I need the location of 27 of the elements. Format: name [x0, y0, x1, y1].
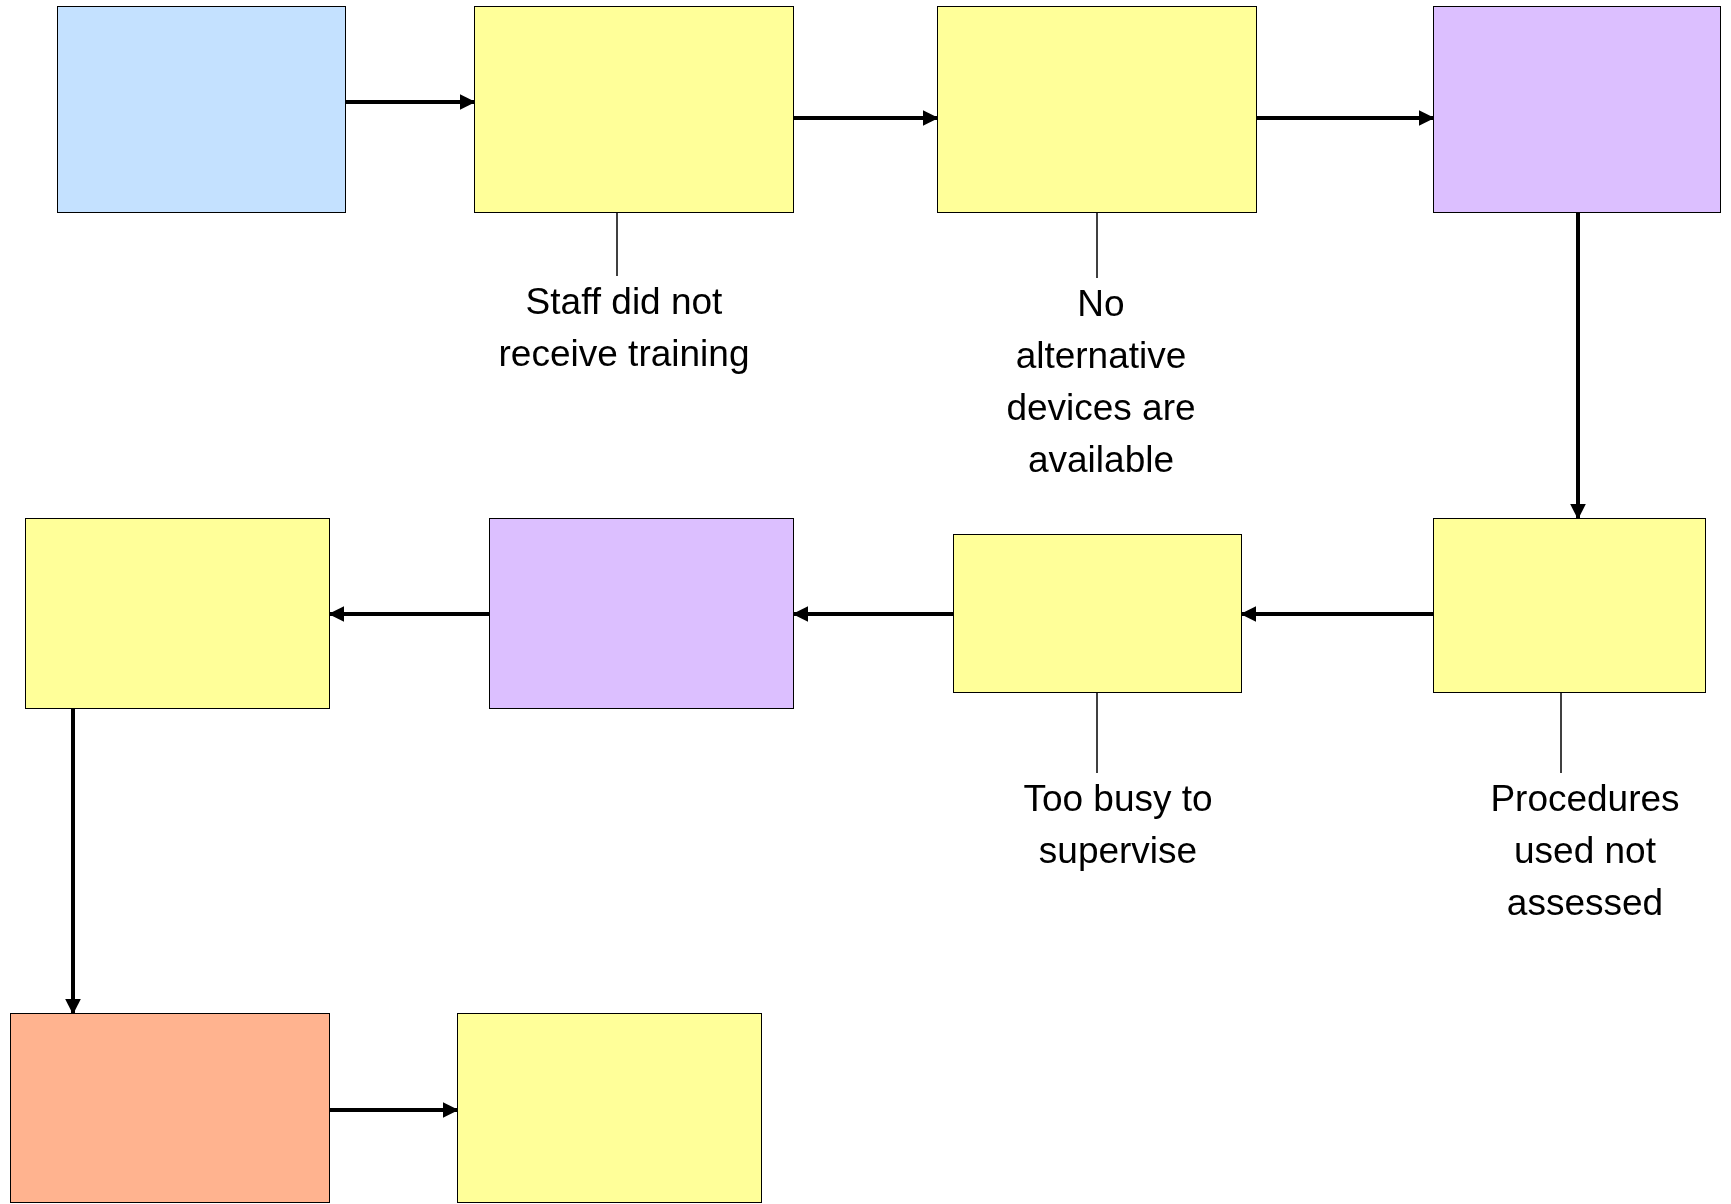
arrow: [346, 94, 476, 110]
cause-note: Staff did not receive training: [497, 280, 751, 376]
cause-note: Procedures used not assessed: [1489, 777, 1681, 925]
arrow: [794, 110, 939, 126]
process-box: [25, 518, 330, 709]
process-box: [489, 518, 794, 709]
leader-line: [1096, 212, 1098, 279]
arrow: [792, 606, 953, 622]
leader-line: [1560, 692, 1562, 774]
arrow: [1240, 606, 1433, 622]
arrow: [1570, 213, 1586, 520]
process-box: [474, 6, 794, 213]
cause-note: No alternative devices are available: [1005, 282, 1197, 482]
process-box: [1433, 518, 1706, 693]
process-box: [10, 1013, 330, 1203]
process-box: [457, 1013, 762, 1203]
leader-line: [1096, 692, 1098, 774]
leader-line: [616, 212, 618, 277]
arrow: [65, 709, 81, 1015]
arrow: [330, 1102, 459, 1118]
arrow: [328, 606, 489, 622]
process-box: [953, 534, 1242, 693]
cause-note: Too busy to supervise: [1022, 777, 1214, 873]
process-box: [1433, 6, 1721, 213]
process-box: [57, 6, 346, 213]
process-box: [937, 6, 1257, 213]
arrow: [1257, 110, 1435, 126]
